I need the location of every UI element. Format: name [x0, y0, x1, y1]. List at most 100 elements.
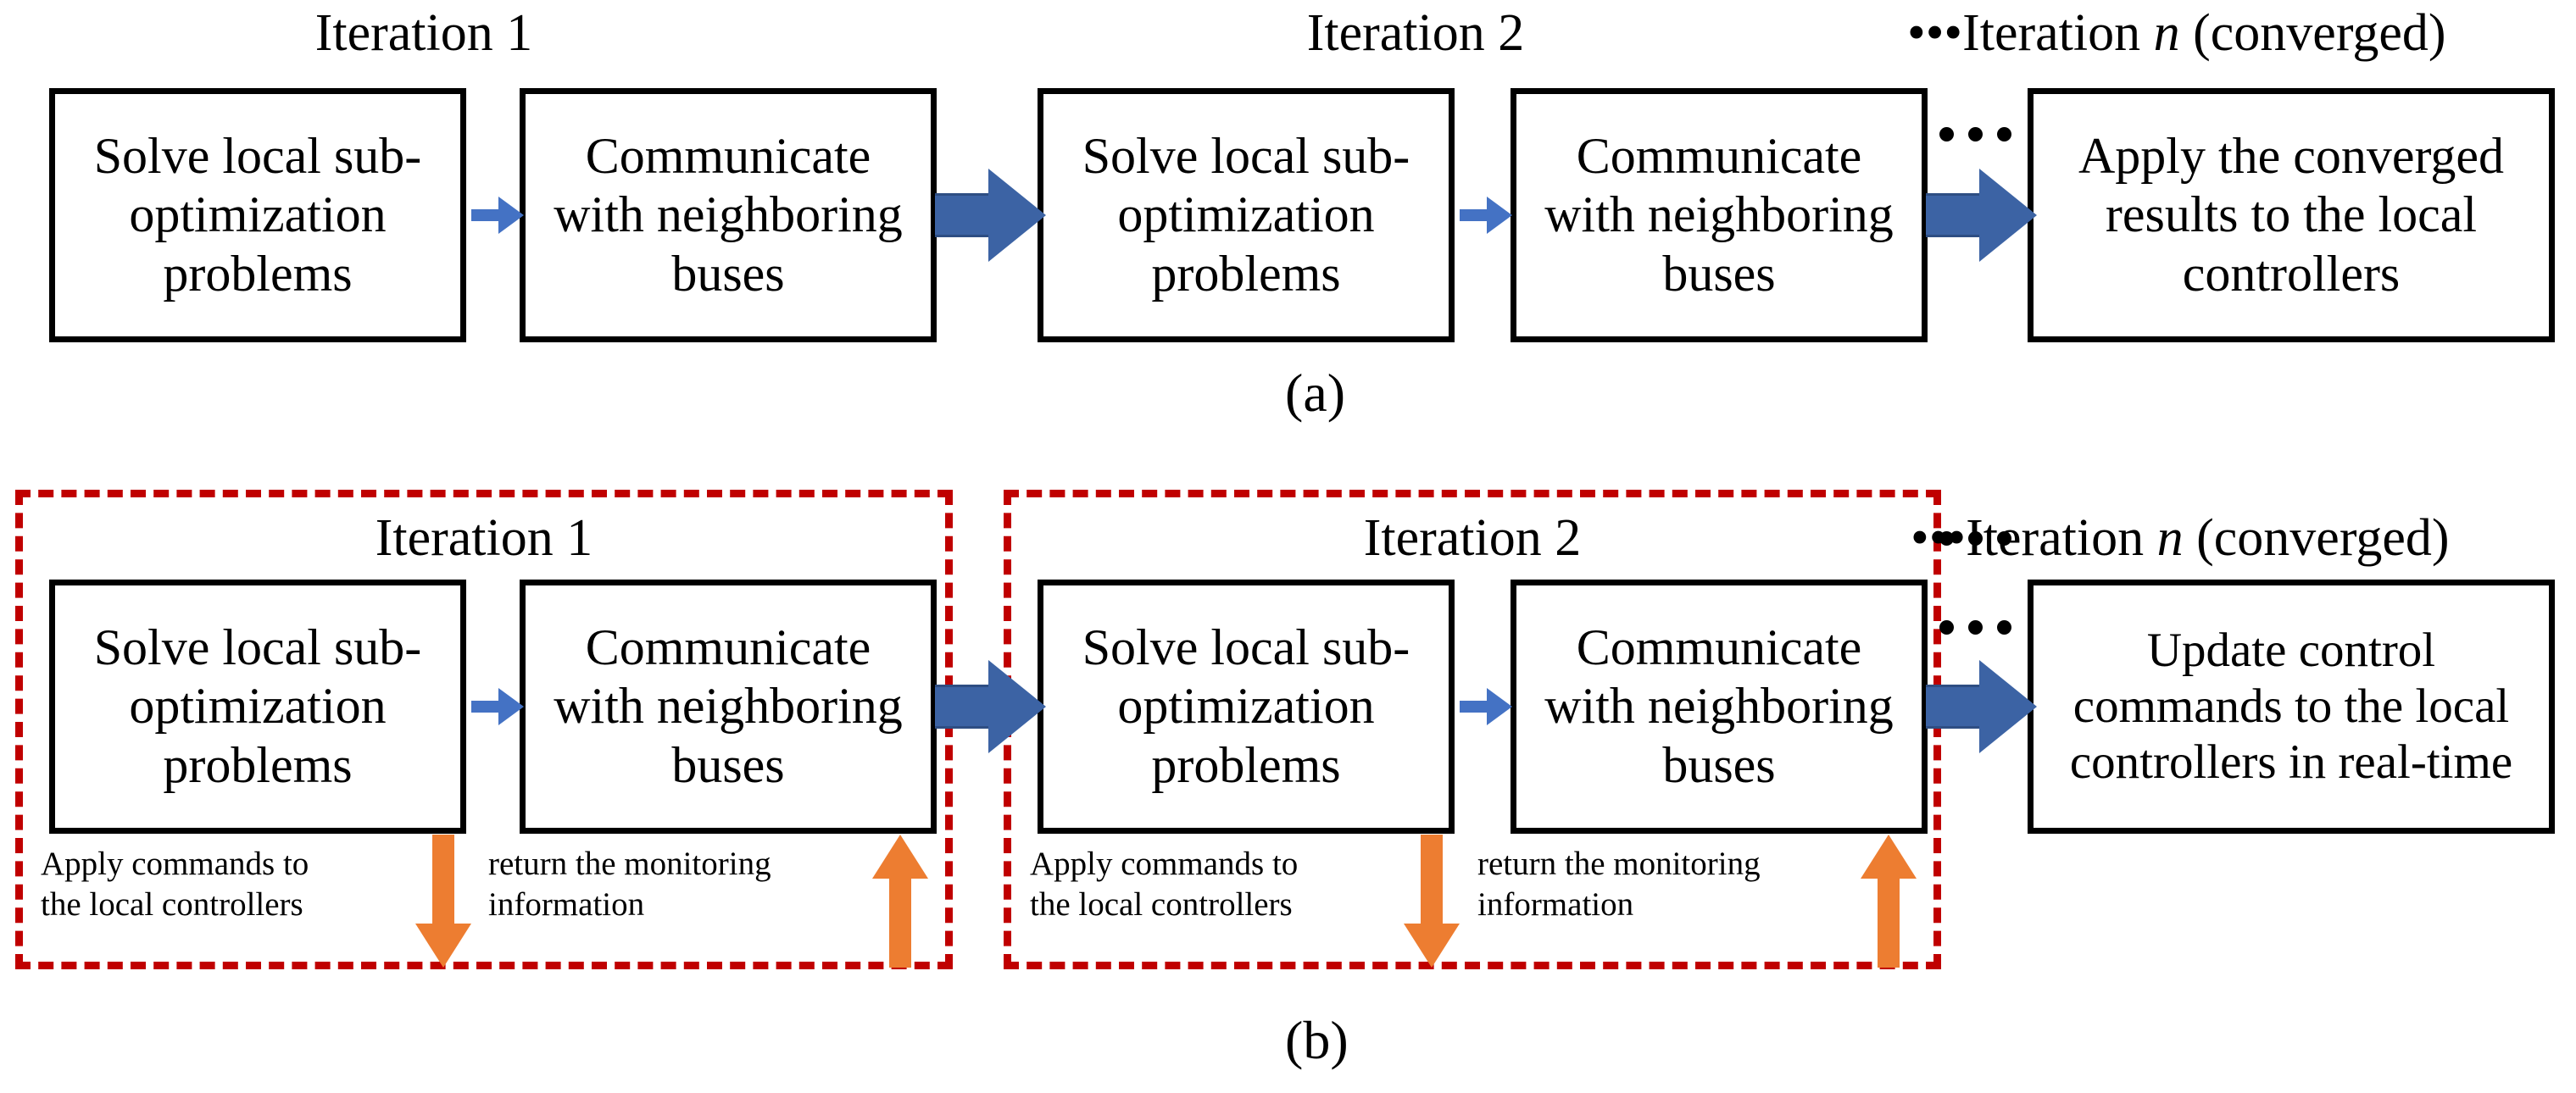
panel-a-iteration-n-dots: •••	[1907, 4, 1963, 62]
panel-b-iteration-n-dots: •••	[1911, 509, 1967, 567]
panel-a-box-communicate-1[interactable]: Communicate with neighboring buses	[520, 88, 937, 342]
panel-b-iteration-n-suffix: (converged)	[2183, 509, 2450, 567]
panel-b-apply-arrow-down-1	[415, 835, 471, 968]
arrow-head	[1404, 924, 1460, 968]
arrow-shaft	[1421, 835, 1443, 924]
panel-a-box-solve-1[interactable]: Solve local sub- optimization problems	[49, 88, 466, 342]
panel-a-box-solve-2[interactable]: Solve local sub- optimization problems	[1038, 88, 1455, 342]
panel-a-ellipsis-icon	[1939, 127, 2011, 141]
panel-a-box-communicate-2[interactable]: Communicate with neighboring buses	[1511, 88, 1928, 342]
arrow-head	[988, 169, 1046, 262]
panel-a-iteration-n-italic: n	[2153, 4, 2180, 62]
box-line: Communicate	[1576, 619, 1862, 675]
arrow-shaft	[1460, 209, 1487, 221]
box-line: Solve local sub-	[1082, 127, 1410, 184]
arrow-shaft	[1926, 193, 1980, 237]
arrow-head	[415, 924, 471, 968]
panel-b-block-arrow-1	[935, 660, 1046, 753]
box-line: buses	[671, 736, 785, 793]
panel-a-iteration-n-suffix: (converged)	[2179, 4, 2446, 62]
arrow-shaft	[1460, 701, 1487, 713]
panel-b-letter: (b)	[1285, 1010, 1349, 1070]
panel-b-annotation-return-2: return the monitoring information	[1477, 844, 1876, 924]
panel-b-box-communicate-1[interactable]: Communicate with neighboring buses	[520, 580, 937, 834]
panel-b-box-update-commands[interactable]: Update control commands to the local con…	[2028, 580, 2555, 834]
panel-b-thin-arrow-2	[1460, 688, 1512, 725]
panel-b-iteration-2-caption: Iteration 2	[1363, 509, 1582, 567]
arrow-head	[1861, 835, 1917, 879]
panel-b-return-arrow-up-1	[872, 835, 928, 968]
annotation-line: the local controllers	[1030, 885, 1293, 923]
annotation-line: Apply commands to	[41, 846, 309, 882]
panel-b-iteration-n-italic: n	[2156, 509, 2184, 567]
arrow-head	[498, 688, 524, 725]
annotation-line: information	[488, 885, 645, 923]
box-line: controllers	[2182, 245, 2401, 302]
panel-a-letter: (a)	[1285, 363, 1346, 423]
panel-a-box-apply-converged[interactable]: Apply the converged results to the local…	[2028, 88, 2555, 342]
box-line: Solve local sub-	[93, 619, 422, 675]
box-line: optimization	[129, 678, 387, 735]
panel-a-iteration-2-caption: Iteration 2	[1306, 4, 1525, 62]
box-line: buses	[671, 245, 785, 302]
arrow-shaft	[1878, 878, 1900, 968]
arrow-head	[1979, 169, 2037, 262]
panel-b-iteration-n-prefix: Iteration	[1966, 509, 2157, 567]
box-line: buses	[1662, 736, 1776, 793]
panel-b-apply-arrow-down-2	[1404, 835, 1460, 968]
box-line: optimization	[1117, 186, 1375, 243]
box-line: optimization	[1117, 678, 1375, 735]
box-line: buses	[1662, 245, 1776, 302]
arrow-head	[1487, 688, 1512, 725]
box-line: with neighboring	[1544, 678, 1894, 735]
arrow-shaft	[432, 835, 454, 924]
arrow-shaft	[889, 878, 911, 968]
arrow-head	[1979, 660, 2037, 753]
panel-a-block-arrow-2	[1926, 169, 2037, 262]
panel-b-dashed-region-iteration-1	[15, 490, 953, 969]
box-line: problems	[1151, 736, 1341, 793]
box-line: with neighboring	[554, 678, 903, 735]
arrow-shaft	[1926, 685, 1980, 729]
annotation-line: return the monitoring	[488, 846, 771, 882]
panel-a-thin-arrow-2	[1460, 197, 1512, 234]
box-line: with neighboring	[554, 186, 903, 243]
panel-b-annotation-return-1: return the monitoring information	[488, 844, 887, 924]
box-line: with neighboring	[1544, 186, 1894, 243]
box-line: Communicate	[585, 619, 871, 675]
panel-b-box-solve-1[interactable]: Solve local sub- optimization problems	[49, 580, 466, 834]
annotation-line: return the monitoring	[1477, 846, 1761, 882]
arrow-head	[988, 660, 1046, 753]
panel-b-iteration-1-caption: Iteration 1	[375, 509, 593, 567]
box-line: problems	[1151, 245, 1341, 302]
box-line: Solve local sub-	[93, 127, 422, 184]
arrow-head	[872, 835, 928, 879]
box-line: commands to the local	[2072, 679, 2510, 733]
panel-a-iteration-1-caption: Iteration 1	[314, 4, 533, 62]
panel-b-return-arrow-up-2	[1861, 835, 1917, 968]
panel-b-box-communicate-2[interactable]: Communicate with neighboring buses	[1511, 580, 1928, 834]
arrow-shaft	[935, 685, 989, 729]
panel-b-ellipsis-top-icon	[1939, 531, 2011, 546]
box-line: Apply the converged	[2078, 127, 2505, 184]
panel-b-thin-arrow-1	[471, 688, 524, 725]
arrow-shaft	[471, 701, 498, 713]
panel-b-block-arrow-2	[1926, 660, 2037, 753]
annotation-line: information	[1477, 885, 1634, 923]
panel-b-ellipsis-mid-icon	[1939, 620, 2011, 635]
annotation-line: Apply commands to	[1030, 846, 1299, 882]
box-line: problems	[163, 245, 353, 302]
annotation-line: the local controllers	[41, 885, 303, 923]
box-line: optimization	[129, 186, 387, 243]
box-line: controllers in real-time	[2069, 735, 2513, 790]
panel-b-annotation-apply-2: Apply commands to the local controllers	[1030, 844, 1428, 924]
arrow-head	[498, 197, 524, 234]
box-line: results to the local	[2105, 186, 2478, 243]
arrow-shaft	[471, 209, 498, 221]
panel-b-iteration-n-caption: •••Iteration n (converged)	[1911, 512, 2450, 564]
panel-b-annotation-apply-1: Apply commands to the local controllers	[41, 844, 439, 924]
arrow-shaft	[935, 193, 989, 237]
arrow-head	[1487, 197, 1512, 234]
panel-b-box-solve-2[interactable]: Solve local sub- optimization problems	[1038, 580, 1455, 834]
